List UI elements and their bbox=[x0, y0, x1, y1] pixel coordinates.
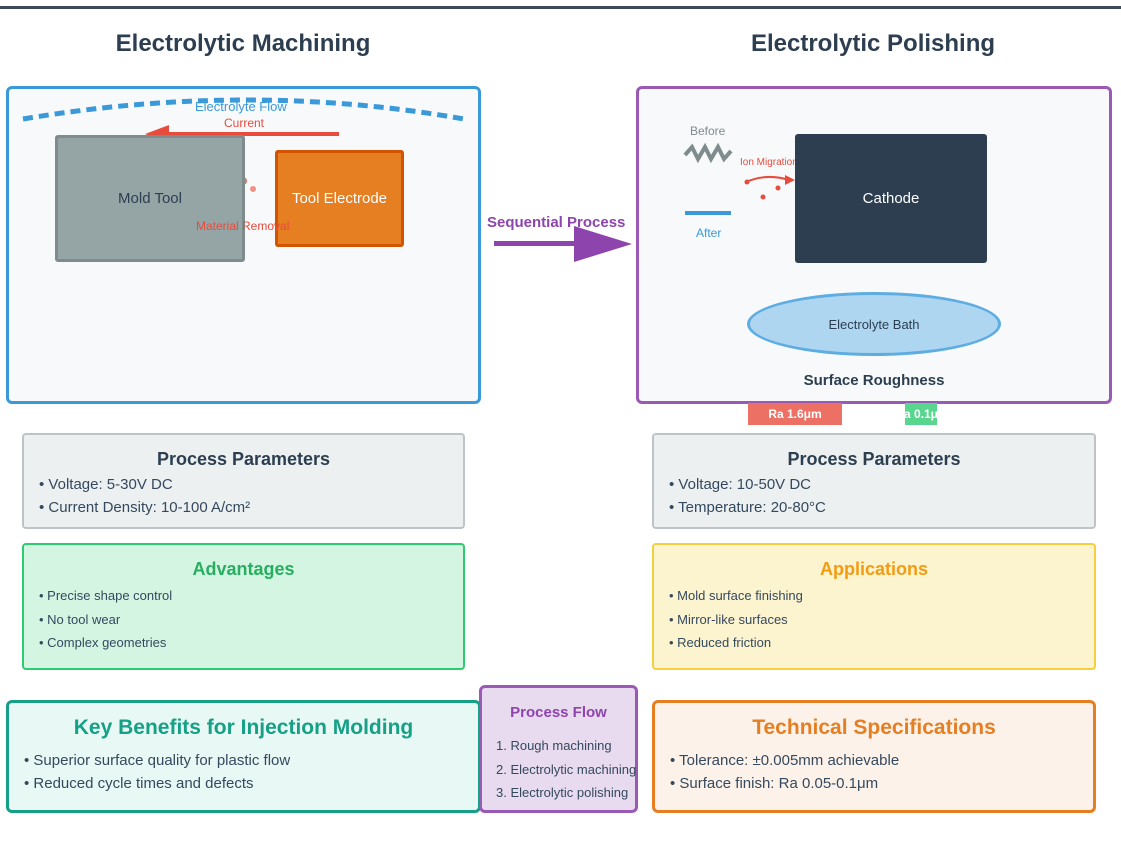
tech-specs-card: Technical Specifications • Tolerance: ±0… bbox=[652, 700, 1096, 813]
machining-diagram-panel: Electrolyte Flow Current Mold Tool Tool … bbox=[6, 86, 481, 404]
applications-title: Applications bbox=[819, 559, 928, 579]
roughness-before-badge: Ra 1.6μm bbox=[748, 403, 842, 425]
process-flow-step: 3. Electrolytic polishing bbox=[496, 785, 629, 800]
machining-param-item: • Current Density: 10-100 A/cm² bbox=[39, 499, 251, 516]
surface-roughness-title: Surface Roughness bbox=[803, 372, 945, 389]
applications-card: Applications • Mold surface finishing • … bbox=[652, 543, 1096, 670]
advantage-item: • No tool wear bbox=[39, 612, 121, 627]
electrolyte-bath: Electrolyte Bath bbox=[747, 292, 1001, 356]
heading-electrolytic-machining: Electrolytic Machining bbox=[115, 30, 371, 57]
machining-param-item: • Voltage: 5-30V DC bbox=[39, 476, 173, 493]
sequential-process-label: Sequential Process bbox=[487, 214, 626, 231]
polishing-params-card: Process Parameters • Voltage: 10-50V DC … bbox=[652, 433, 1096, 529]
process-flow-step: 2. Electrolytic machining bbox=[496, 762, 637, 777]
ion-migration-label: Ion Migration bbox=[740, 157, 798, 168]
key-benefit-item: • Superior surface quality for plastic f… bbox=[24, 752, 291, 769]
polishing-param-item: • Temperature: 20-80°C bbox=[669, 499, 826, 516]
tool-electrode-block: Tool Electrode bbox=[275, 150, 404, 247]
application-item: • Reduced friction bbox=[669, 635, 772, 650]
material-removal-label: Material Removal bbox=[196, 219, 290, 233]
tech-specs-title: Technical Specifications bbox=[752, 716, 996, 739]
sequential-process-arrow bbox=[494, 226, 632, 262]
machining-params-card: Process Parameters • Voltage: 5-30V DC •… bbox=[22, 433, 465, 529]
ion-particle bbox=[744, 179, 750, 185]
polishing-param-item: • Voltage: 10-50V DC bbox=[669, 476, 812, 493]
key-benefit-item: • Reduced cycle times and defects bbox=[24, 775, 254, 792]
advantage-item: • Precise shape control bbox=[39, 588, 173, 603]
top-rule bbox=[0, 6, 1121, 9]
polishing-params-title: Process Parameters bbox=[787, 449, 961, 469]
electrolyte-flow-label: Electrolyte Flow bbox=[195, 99, 287, 114]
roughness-after-badge: a 0.1μ bbox=[905, 403, 937, 425]
before-label: Before bbox=[690, 124, 726, 138]
machining-params-title: Process Parameters bbox=[156, 449, 331, 469]
rough-surface-zigzag bbox=[683, 142, 733, 164]
after-label: After bbox=[696, 226, 722, 240]
process-flow-step: 1. Rough machining bbox=[496, 738, 612, 753]
advantages-title: Advantages bbox=[192, 559, 295, 579]
ion-particle bbox=[775, 185, 781, 191]
removal-particle bbox=[250, 186, 256, 192]
ion-particle bbox=[760, 194, 766, 200]
advantages-card: Advantages • Precise shape control • No … bbox=[22, 543, 465, 670]
key-benefits-title: Key Benefits for Injection Molding bbox=[73, 716, 414, 739]
mold-tool-block: Mold Tool bbox=[55, 135, 245, 262]
process-flow-card: Process Flow 1. Rough machining 2. Elect… bbox=[479, 685, 638, 813]
electrolyte-flow-line bbox=[22, 97, 465, 122]
tech-spec-item: • Tolerance: ±0.005mm achievable bbox=[670, 752, 900, 769]
application-item: • Mold surface finishing bbox=[669, 588, 803, 603]
cathode-block: Cathode bbox=[795, 134, 987, 263]
ion-migration-arrow bbox=[745, 176, 790, 183]
heading-electrolytic-polishing: Electrolytic Polishing bbox=[750, 30, 996, 57]
polishing-diagram-panel: Before After Ion Migration Cathode Elect… bbox=[636, 86, 1112, 404]
key-benefits-card: Key Benefits for Injection Molding • Sup… bbox=[6, 700, 481, 813]
tech-spec-item: • Surface finish: Ra 0.05-0.1μm bbox=[670, 775, 879, 792]
advantage-item: • Complex geometries bbox=[39, 635, 167, 650]
polishing-diagram-svg bbox=[683, 142, 795, 215]
process-flow-title: Process Flow bbox=[510, 704, 607, 721]
current-label: Current bbox=[224, 116, 265, 130]
application-item: • Mirror-like surfaces bbox=[669, 612, 788, 627]
